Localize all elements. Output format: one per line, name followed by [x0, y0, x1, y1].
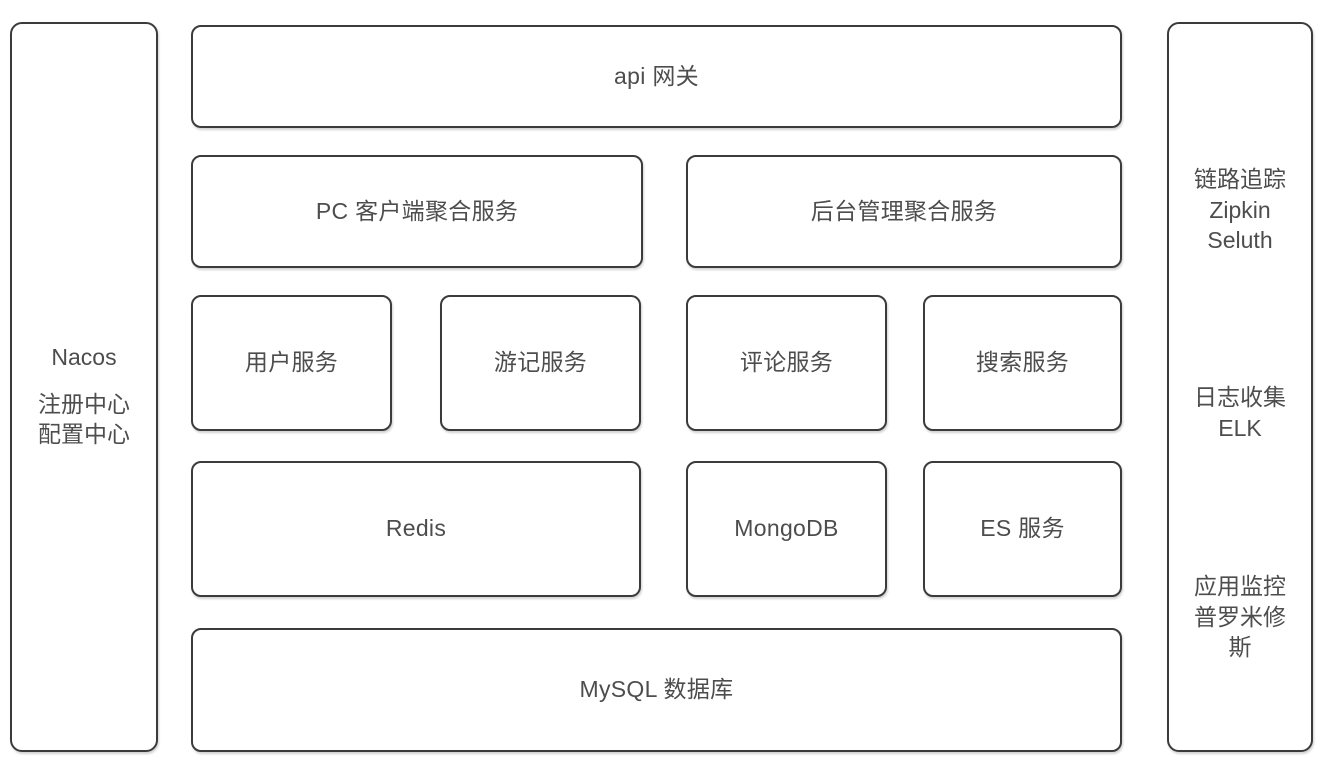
observability-monitoring-line-2: 斯	[1228, 634, 1252, 661]
observability-monitoring-line-1: 普罗米修	[1194, 603, 1286, 630]
observability-logging-line-1: ELK	[1218, 414, 1262, 441]
observability-tracing-line-1: Zipkin	[1209, 196, 1271, 223]
node-api-gateway-label: api 网关	[614, 62, 699, 89]
node-redis-label: Redis	[385, 515, 447, 542]
node-comment-service[interactable]: 评论服务	[686, 295, 887, 431]
observability-logging-line-0: 日志收集	[1194, 384, 1286, 410]
nacos-panel[interactable]: Nacos 注册中心 配置中心	[10, 22, 158, 752]
node-api-gateway[interactable]: api 网关	[191, 25, 1122, 128]
node-mongodb-label: MongoDB	[734, 515, 839, 542]
nacos-panel-line-0: Nacos	[51, 344, 117, 370]
node-travelnote-service-label: 游记服务	[493, 349, 588, 376]
observability-block-tracing: 链路追踪 Zipkin Seluth	[1169, 164, 1311, 256]
node-mysql-database[interactable]: MySQL 数据库	[191, 628, 1122, 752]
observability-tracing-line-2: Seluth	[1207, 227, 1273, 254]
node-redis[interactable]: Redis	[191, 461, 641, 597]
node-travelnote-service[interactable]: 游记服务	[440, 295, 641, 431]
observability-block-logging: 日志收集 ELK	[1169, 382, 1311, 443]
node-es-service[interactable]: ES 服务	[923, 461, 1122, 597]
node-user-service-label: 用户服务	[244, 349, 339, 376]
node-user-service[interactable]: 用户服务	[191, 295, 392, 431]
node-admin-aggregation-service-label: 后台管理聚合服务	[810, 197, 998, 224]
node-mysql-database-label: MySQL 数据库	[579, 676, 734, 703]
observability-panel[interactable]: 链路追踪 Zipkin Seluth 日志收集 ELK 应用监控 普罗米修 斯	[1167, 22, 1313, 752]
node-pc-client-aggregation-service-label: PC 客户端聚合服务	[315, 197, 519, 224]
node-search-service[interactable]: 搜索服务	[923, 295, 1122, 431]
node-search-service-label: 搜索服务	[975, 349, 1070, 376]
nacos-panel-line-1: 注册中心	[38, 390, 130, 417]
nacos-panel-text: Nacos 注册中心 配置中心	[12, 342, 156, 450]
observability-block-monitoring: 应用监控 普罗米修 斯	[1169, 571, 1311, 663]
node-pc-client-aggregation-service[interactable]: PC 客户端聚合服务	[191, 155, 643, 268]
observability-monitoring-line-0: 应用监控	[1194, 573, 1286, 599]
nacos-panel-line-2: 配置中心	[38, 421, 130, 448]
node-admin-aggregation-service[interactable]: 后台管理聚合服务	[686, 155, 1122, 268]
node-es-service-label: ES 服务	[980, 515, 1065, 542]
node-mongodb[interactable]: MongoDB	[686, 461, 887, 597]
observability-tracing-line-0: 链路追踪	[1194, 166, 1286, 192]
node-comment-service-label: 评论服务	[739, 349, 834, 376]
